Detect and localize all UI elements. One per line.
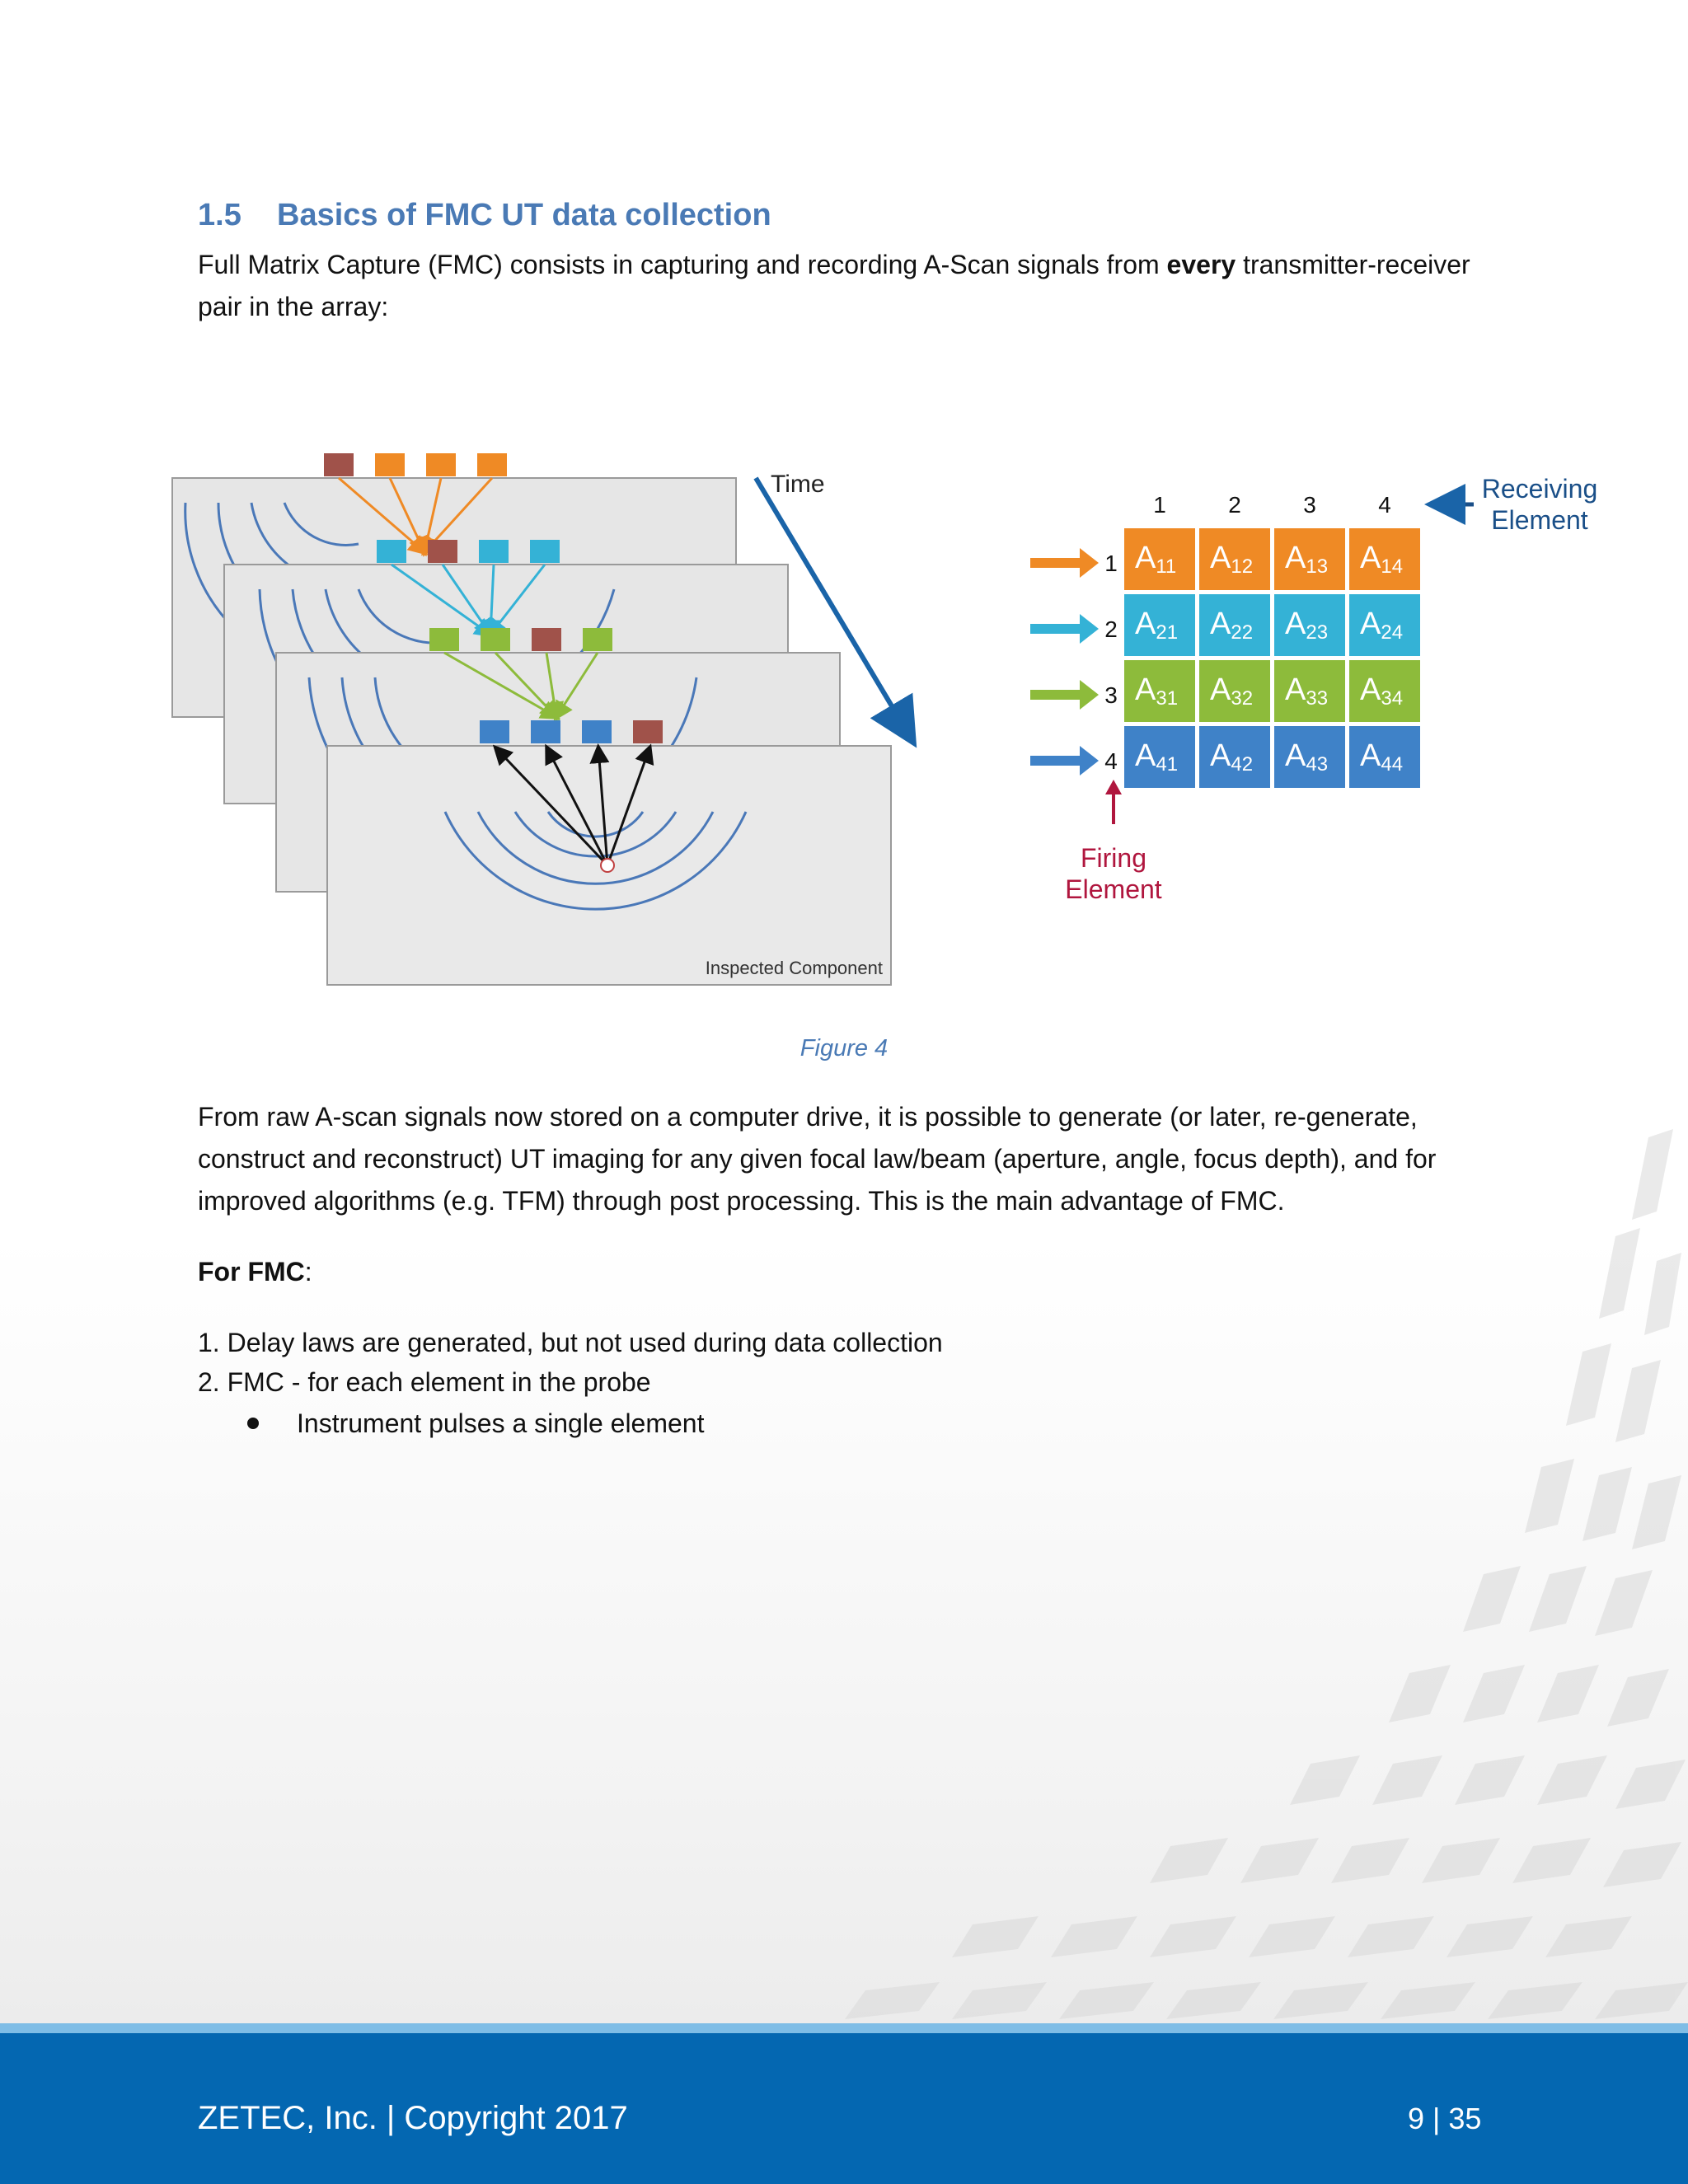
column-number: 2 xyxy=(1228,492,1241,518)
row-arrow-3 xyxy=(1030,680,1099,710)
matrix-cell-label: A21 xyxy=(1135,607,1178,644)
row-arrow-4 xyxy=(1030,746,1099,776)
footer-copyright: ZETEC, Inc. | Copyright 2017 xyxy=(198,2100,628,2136)
fmc-figure: Inspected Component Time 1 2 3 4 Receivi… xyxy=(171,453,1597,986)
footer-page-number: 9 | 35 xyxy=(1408,2102,1482,2135)
row-arrow-1 xyxy=(1030,548,1099,578)
matrix-cell xyxy=(1198,593,1272,658)
receiving-label-line1: Receiving xyxy=(1482,474,1598,504)
matrix-cell xyxy=(1198,724,1272,790)
time-arrow: Time xyxy=(753,471,917,748)
matrix-cell-label: A14 xyxy=(1360,541,1403,578)
row-number: 4 xyxy=(1104,748,1118,774)
matrix-cell xyxy=(1348,527,1422,592)
matrix-cell xyxy=(1348,658,1422,724)
matrix-cell-label: A24 xyxy=(1360,607,1403,644)
matrix-cell xyxy=(1273,593,1347,658)
matrix-cell-label: A11 xyxy=(1135,541,1176,578)
intro-text-before: Full Matrix Capture (FMC) consists in ca… xyxy=(198,250,1167,279)
panel-4: Inspected Component xyxy=(326,720,892,986)
receiving-element-callout: Receiving Element xyxy=(1424,474,1598,535)
matrix-cell-label: A12 xyxy=(1210,541,1253,578)
firing-row-arrows: 1 2 3 4 xyxy=(1030,548,1118,776)
matrix-cell xyxy=(1348,593,1422,658)
column-number: 1 xyxy=(1153,492,1166,518)
time-label: Time xyxy=(771,471,825,498)
matrix-cell xyxy=(1273,658,1347,724)
inspected-component-label: Inspected Component xyxy=(706,958,883,978)
section-title: Basics of FMC UT data collection xyxy=(277,198,771,232)
matrix-cell xyxy=(1123,724,1197,790)
figure-caption: Figure 4 xyxy=(799,1035,889,1062)
bullet-text: Instrument pulses a single element xyxy=(297,1408,705,1438)
matrix-cell xyxy=(1123,527,1197,592)
body-paragraph: From raw A-scan signals now stored on a … xyxy=(198,1102,1437,1216)
matrix-cell-label: A43 xyxy=(1285,738,1328,776)
matrix-cell-label: A41 xyxy=(1135,738,1178,776)
column-number: 4 xyxy=(1378,492,1391,518)
matrix-cell xyxy=(1123,658,1197,724)
matrix-cell xyxy=(1273,527,1347,592)
page-footer xyxy=(0,2033,1688,2184)
firing-element-callout: Firing Element xyxy=(1065,780,1162,904)
matrix-cell-label: A32 xyxy=(1210,673,1253,710)
fmc-matrix: 1 2 3 4 Receiving Element 1 2 3 4 A11 A12… xyxy=(1030,474,1597,904)
matrix-cell-label: A23 xyxy=(1285,607,1328,644)
matrix-cell-label: A31 xyxy=(1135,673,1178,710)
page-background-fade xyxy=(0,1236,1688,2027)
matrix-cell xyxy=(1348,724,1422,790)
matrix-cell xyxy=(1198,658,1272,724)
for-fmc-colon: : xyxy=(304,1257,312,1286)
matrix-cell-label: A33 xyxy=(1285,673,1328,710)
row-number: 1 xyxy=(1104,551,1118,576)
row-number: 3 xyxy=(1104,682,1118,708)
section-heading: 1.5 Basics of FMC UT data collection xyxy=(198,198,771,233)
matrix-cell-label: A34 xyxy=(1360,673,1403,710)
intro-paragraph: Full Matrix Capture (FMC) consists in ca… xyxy=(198,244,1500,328)
firing-label-line2: Element xyxy=(1065,874,1162,904)
receiving-label-line2: Element xyxy=(1491,505,1588,535)
for-fmc-bold: For FMC xyxy=(198,1257,305,1286)
row-number: 2 xyxy=(1104,616,1118,642)
column-number: 3 xyxy=(1303,492,1316,518)
bullet-item: Instrument pulses a single element xyxy=(247,1404,704,1443)
matrix-cell xyxy=(1273,724,1347,790)
row-arrow-2 xyxy=(1030,614,1099,644)
bullet-dot xyxy=(247,1418,259,1429)
list-item: 2. FMC - for each element in the probe xyxy=(198,1367,651,1397)
firing-label-line1: Firing xyxy=(1081,843,1146,873)
matrix-cell-label: A13 xyxy=(1285,541,1328,578)
section-number: 1.5 xyxy=(198,198,241,232)
list-item: 1. Delay laws are generated, but not use… xyxy=(198,1328,943,1357)
matrix-cell xyxy=(1123,593,1197,658)
intro-text-after: transmitter-receiver pair in the array: xyxy=(198,250,1470,321)
footer-accent-strip xyxy=(0,2023,1688,2033)
for-fmc-heading: For FMC: xyxy=(198,1251,1500,1293)
matrix-cell-label: A44 xyxy=(1360,738,1403,776)
matrix-cell-label: A42 xyxy=(1210,738,1253,776)
intro-text-bold: every xyxy=(1166,250,1236,279)
matrix-cell-label: A22 xyxy=(1210,607,1253,644)
matrix-cell xyxy=(1198,527,1272,592)
background-grid-pattern xyxy=(845,1129,1688,2019)
